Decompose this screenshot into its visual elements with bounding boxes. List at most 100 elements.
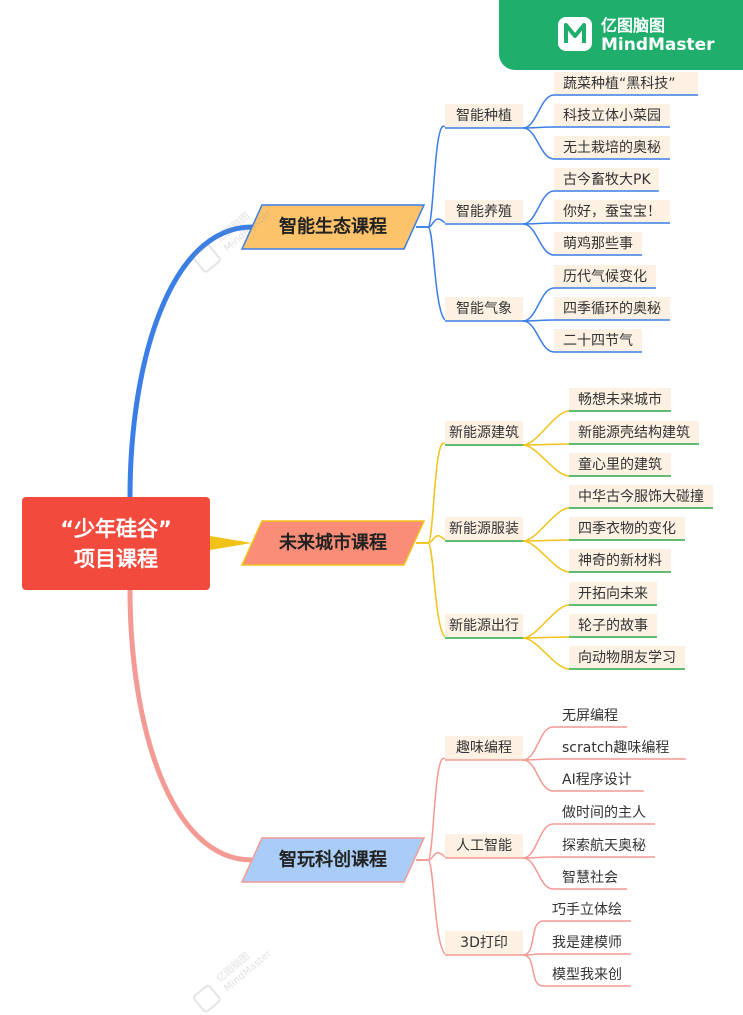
subtopic-node: 模型我来创 xyxy=(543,963,631,987)
subtopic-node-box xyxy=(554,297,670,320)
subtopic-node: 向动物朋友学习 xyxy=(569,646,685,670)
topic-node: 智能种植 xyxy=(445,104,523,129)
subtopic-node-box xyxy=(569,421,699,444)
subtopic-node-box xyxy=(553,834,655,857)
topic-node: 智能气象 xyxy=(445,297,523,322)
connector-group-item xyxy=(522,190,555,225)
subtopic-label: 古今畜牧大PK xyxy=(563,172,651,188)
topic-node: 新能源建筑 xyxy=(445,421,523,446)
connector-group-item xyxy=(522,94,555,129)
connector-lines xyxy=(127,94,570,987)
subtopic-node: 蔬菜种植“黑科技” xyxy=(554,72,698,96)
subtopic-node: 科技立体小菜园 xyxy=(554,104,670,128)
branch-label: 智能生态课程 xyxy=(279,216,387,238)
subtopic-label: 做时间的主人 xyxy=(562,805,646,821)
subtopic-node-box xyxy=(543,931,631,954)
subtopic-node-box xyxy=(569,517,685,540)
subtopic-node: scratch趣味编程 xyxy=(553,736,686,760)
connector-group-item xyxy=(522,920,544,956)
subtopic-node-box xyxy=(553,768,644,791)
connector-group-item xyxy=(522,320,555,353)
topic-node: 人工智能 xyxy=(445,834,523,859)
subtopic-label: AI程序设计 xyxy=(562,772,632,788)
subtopic-node-box xyxy=(543,963,631,986)
connector-group-item xyxy=(522,444,570,477)
subtopic-node: 四季循环的奥秘 xyxy=(554,297,670,321)
connector-group-item xyxy=(522,759,554,792)
subtopic-node-box xyxy=(569,453,671,476)
root-title-line1: “少年硅谷” xyxy=(60,517,172,541)
subtopic-label: 你好，蚕宝宝！ xyxy=(563,204,661,220)
subtopic-node: 巧手立体绘 xyxy=(543,898,631,922)
subtopic-node-box xyxy=(553,736,686,759)
subtopic-label: 无屏编程 xyxy=(562,708,618,724)
topic-node: 3D打印 xyxy=(445,931,523,956)
root-node-box xyxy=(22,497,210,590)
topic-node-box xyxy=(445,834,523,858)
subtopic-node: 我是建模师 xyxy=(543,931,631,955)
topic-label: 新能源建筑 xyxy=(449,425,519,441)
subtopic-label: 中华古今服饰大碰撞 xyxy=(578,489,704,505)
subtopic-label: 历代气候变化 xyxy=(563,269,647,285)
subtopic-node: 智慧社会 xyxy=(553,866,627,890)
subtopic-label: 智慧社会 xyxy=(562,870,618,886)
subtopic-label: 蔬菜种植“黑科技” xyxy=(563,76,676,92)
subtopic-node-box xyxy=(553,866,627,889)
subtopic-node: 探索航天奥秘 xyxy=(553,834,655,858)
connector-group-item xyxy=(522,637,570,670)
connector-group-item xyxy=(522,636,570,639)
topic-node-box xyxy=(445,614,523,638)
subtopic-node: 开拓向未来 xyxy=(569,582,657,606)
subtopic-label: 科技立体小菜园 xyxy=(563,108,661,124)
subtopic-node-box xyxy=(554,72,698,95)
connector-root-branch xyxy=(127,224,255,500)
subtopic-label: 向动物朋友学习 xyxy=(578,650,676,666)
branch-node: 未来城市课程 xyxy=(240,520,426,566)
subtopic-label: 巧手立体绘 xyxy=(552,902,622,918)
subtopic-label: 轮子的故事 xyxy=(578,618,648,634)
subtopic-node: 做时间的主人 xyxy=(553,801,655,825)
topic-node-box xyxy=(445,421,523,445)
brand-name-en: MindMaster xyxy=(601,35,715,55)
branch-label: 智玩科创课程 xyxy=(279,849,387,871)
connector-branch-group xyxy=(416,226,446,321)
subtopic-label: 新能源壳结构建筑 xyxy=(578,424,690,441)
branch-label: 未来城市课程 xyxy=(279,532,387,554)
subtopic-node: 童心里的建筑 xyxy=(569,453,671,477)
topic-label: 新能源出行 xyxy=(449,618,519,634)
root-title-line2: 项目课程 xyxy=(74,547,158,571)
topic-label: 人工智能 xyxy=(456,838,512,854)
subtopic-node-box xyxy=(569,614,657,637)
topic-node-box xyxy=(445,104,523,128)
subtopic-node-box xyxy=(554,265,656,288)
subtopic-node: 萌鸡那些事 xyxy=(554,232,642,256)
subtopic-label: 我是建模师 xyxy=(552,935,622,951)
subtopic-node: 你好，蚕宝宝！ xyxy=(554,200,670,224)
subtopic-label: 四季衣物的变化 xyxy=(578,521,676,537)
topic-label: 趣味编程 xyxy=(456,740,512,756)
topic-label: 新能源服装 xyxy=(449,521,519,537)
subtopic-label: 开拓向未来 xyxy=(578,586,648,602)
subtopic-node: 无土栽培的奥秘 xyxy=(554,136,670,160)
branch-node: 智玩科创课程 xyxy=(240,837,426,883)
subtopic-node-box xyxy=(554,200,670,223)
subtopic-node: AI程序设计 xyxy=(553,768,644,792)
connector-group-item xyxy=(522,443,570,446)
subtopic-node-box xyxy=(553,801,655,824)
connector-group-item xyxy=(522,539,570,542)
topic-node-box xyxy=(445,200,523,224)
topic-node-box xyxy=(445,931,523,955)
subtopic-node-box xyxy=(569,388,671,411)
connector-group-item xyxy=(522,127,555,160)
topic-node: 趣味编程 xyxy=(445,736,523,761)
subtopic-node: 神奇的新材料 xyxy=(569,549,671,573)
connector-group-item xyxy=(522,287,555,322)
connector-branch-group xyxy=(416,125,446,228)
connector-group-item xyxy=(522,507,570,542)
branch-node-box xyxy=(240,520,426,566)
subtopic-node: 中华古今服饰大碰撞 xyxy=(569,485,713,509)
connector-group-item xyxy=(522,223,555,256)
connector-group-item xyxy=(522,410,570,446)
connector-group-item xyxy=(522,823,554,859)
branch-node: 智能生态课程 xyxy=(240,204,426,250)
